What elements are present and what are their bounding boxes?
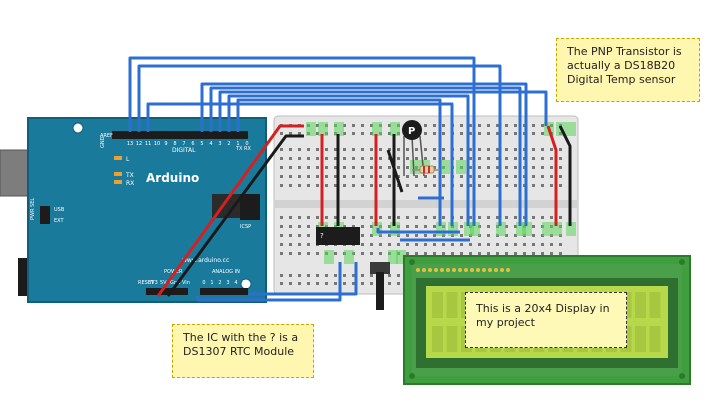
website-label: www.arduino.cc [182, 257, 229, 264]
mounting-hole [72, 122, 84, 134]
black-wire [558, 125, 572, 226]
analog-pin-label: 1 [210, 280, 213, 286]
digital-pin-label: 9 [164, 141, 167, 147]
resistor [412, 165, 440, 174]
led-tx [114, 172, 122, 176]
led-tx-label: TX [125, 172, 134, 179]
wire [227, 94, 470, 226]
red-wire [546, 125, 558, 226]
black-wire [386, 149, 404, 193]
wire [137, 64, 502, 226]
lcd-note: This is a 20x4 Display in my project [465, 292, 627, 348]
digital-pin-label: 7 [182, 141, 185, 147]
rtc-note: The IC with the ? is a DS1307 RTC Module [172, 324, 314, 378]
analog-pin-label: 2 [218, 280, 221, 286]
wire [248, 262, 358, 296]
rtc-ic: ? [316, 227, 360, 245]
vin-label: Vin [182, 280, 190, 286]
ext-label: EXT [54, 218, 64, 224]
wire [236, 98, 442, 226]
rx-pin-label: RX [244, 146, 251, 152]
red-wire [156, 124, 304, 297]
wire [146, 102, 454, 226]
digital-label: DIGITAL [172, 147, 196, 154]
power-wires [156, 124, 572, 297]
digital-pin-label: 2 [227, 141, 230, 147]
pwr-sel-label: PWR SEL [30, 198, 36, 220]
digital-pin-label: 1 [236, 141, 239, 147]
digital-pin-label: 4 [209, 141, 212, 147]
black-wire [166, 134, 304, 297]
gnd-power-label: Gnd [170, 280, 180, 286]
digital-header [112, 131, 248, 139]
arduino-board [27, 117, 267, 303]
digital-pin-label: 13 [127, 141, 133, 147]
potentiometer [370, 262, 390, 310]
digital-pin-label: 12 [136, 141, 142, 147]
analog-pin-label: 0 [202, 280, 205, 286]
wire [128, 56, 476, 226]
wire [209, 86, 522, 226]
led-l [114, 156, 122, 160]
icsp-label: ICSP [240, 224, 251, 230]
usb-label: USB [54, 207, 65, 213]
digital-pin-label: 11 [145, 141, 151, 147]
sensor-note: The PNP Transistor is actually a DS18B20… [556, 38, 700, 102]
wire [200, 82, 528, 226]
digital-pin-label: 8 [173, 141, 176, 147]
power-select-switch [40, 206, 50, 224]
blue-wires [128, 56, 548, 302]
analog-pin-label: 3 [226, 280, 229, 286]
power-header [146, 288, 188, 295]
gnd-label: GND [100, 136, 106, 148]
analog-pin-label: 4 [234, 280, 237, 286]
arduino-logo: Arduino [146, 171, 199, 185]
sensor-marking: P [408, 126, 415, 137]
tx-pin-label: TX [235, 146, 243, 152]
reset-label: RESET [138, 280, 155, 286]
digital-pin-label: 0 [245, 141, 248, 147]
rtc-chip-marking: ? [320, 232, 324, 240]
v5-label: 5V [160, 280, 167, 286]
analog-header [200, 288, 248, 295]
digital-pin-label: 5 [200, 141, 203, 147]
led-rx [114, 180, 122, 184]
digital-pin-label: 3 [218, 141, 221, 147]
lcd-pin-header [416, 268, 510, 272]
analog-in-label: ANALOG IN [212, 269, 240, 275]
v33-label: 3V3 [148, 280, 158, 286]
icsp-header [240, 194, 260, 220]
wire [376, 228, 460, 234]
breadboard-center-channel [274, 200, 578, 208]
led-rx-label: RX [126, 180, 134, 187]
analog-pin-label: 5 [242, 280, 245, 286]
wire [218, 90, 548, 132]
digital-pin-label: 6 [191, 141, 194, 147]
led-l-label: L [126, 156, 130, 163]
wire [196, 262, 342, 302]
digital-pin-label: 10 [154, 141, 160, 147]
aref-label: AREF [100, 133, 113, 139]
